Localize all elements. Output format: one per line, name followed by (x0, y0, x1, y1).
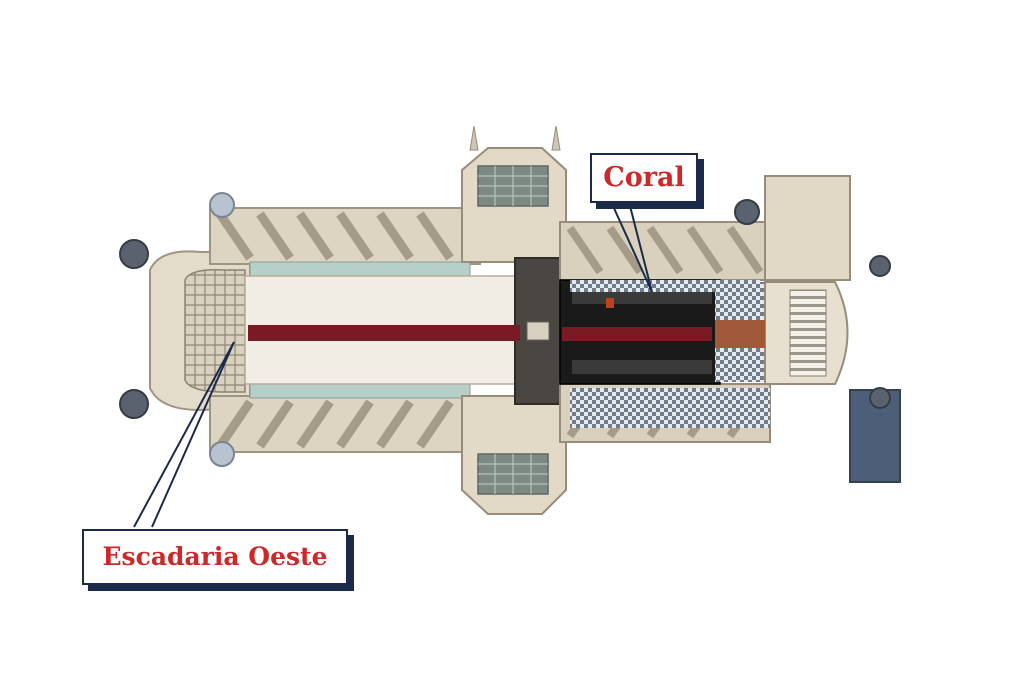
nave-carpet (248, 325, 520, 341)
leader-lines (133, 205, 653, 528)
transept-south-tower (461, 395, 567, 515)
west-staircase-block (149, 250, 251, 412)
sanctuary-steps (715, 320, 765, 348)
choir-carpet (562, 327, 712, 341)
east-apse (764, 175, 901, 483)
label-coral: Coral (590, 153, 698, 203)
label-escadaria-oeste: Escadaria Oeste (82, 529, 348, 585)
nave-south-wall (209, 383, 481, 453)
corner-turrets (119, 192, 891, 467)
nave-north-wall (209, 207, 481, 277)
transept-north-tower (461, 125, 567, 263)
choir-aisle-north-tiles (570, 280, 760, 292)
choir-aisle-south-tiles (570, 388, 770, 428)
altar (526, 321, 550, 341)
